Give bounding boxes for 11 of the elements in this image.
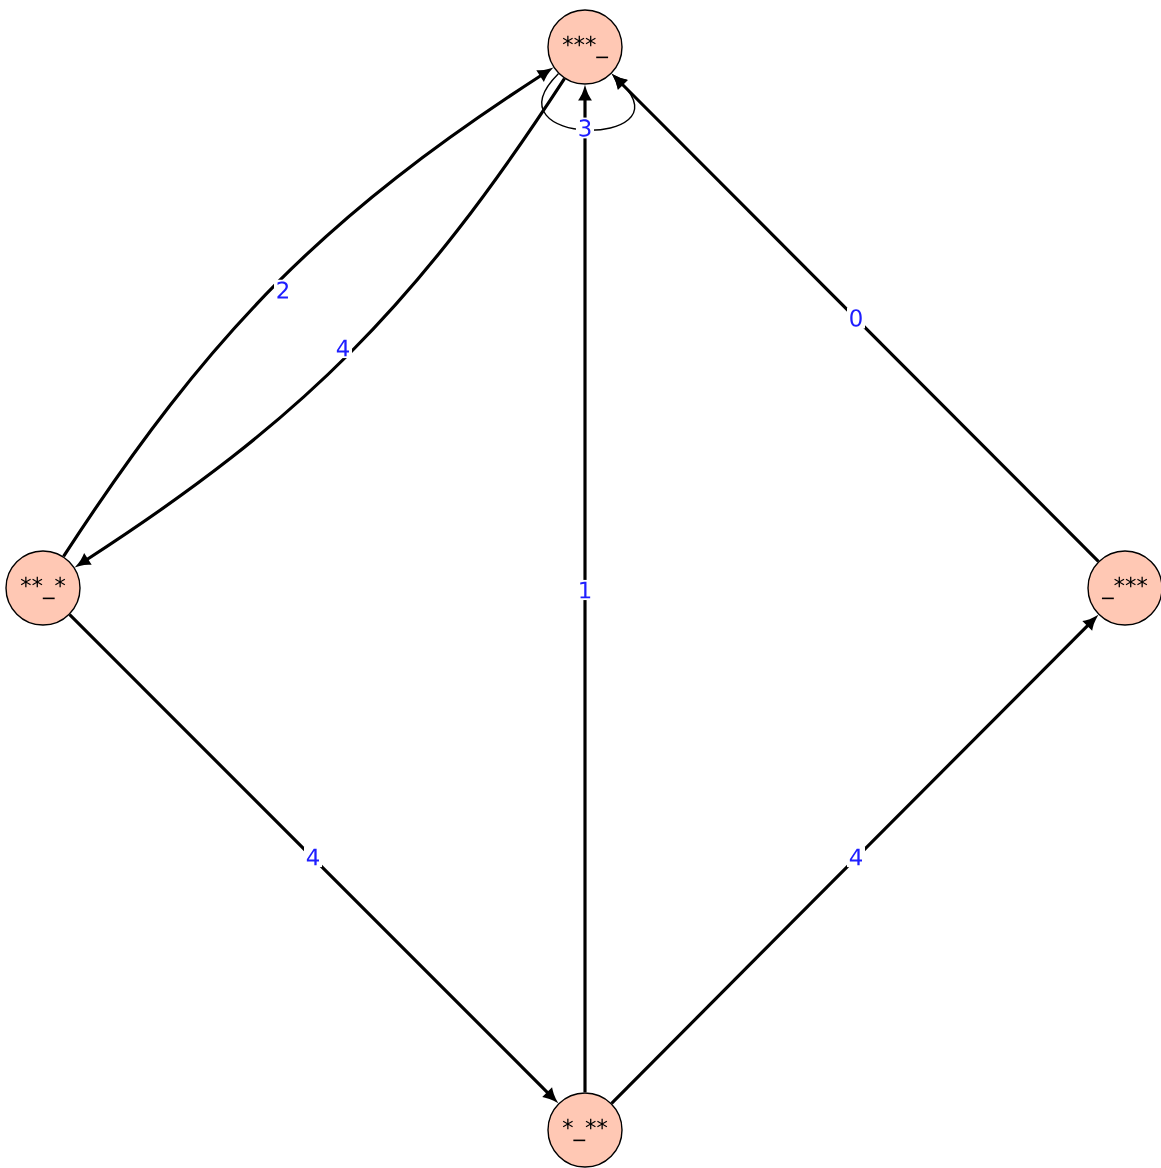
- arrow: [610, 617, 1097, 1105]
- edge-label: 3: [576, 117, 595, 139]
- arrow: [68, 613, 556, 1101]
- edge-label: 4: [847, 846, 866, 868]
- arrow: [614, 76, 1100, 563]
- arrow: [579, 88, 591, 1093]
- edge-label: 1: [576, 579, 595, 601]
- edge-label: 2: [274, 279, 293, 301]
- edge-label: 4: [304, 846, 322, 868]
- edge-label: 0: [847, 307, 866, 329]
- edge-label: 4: [334, 337, 352, 359]
